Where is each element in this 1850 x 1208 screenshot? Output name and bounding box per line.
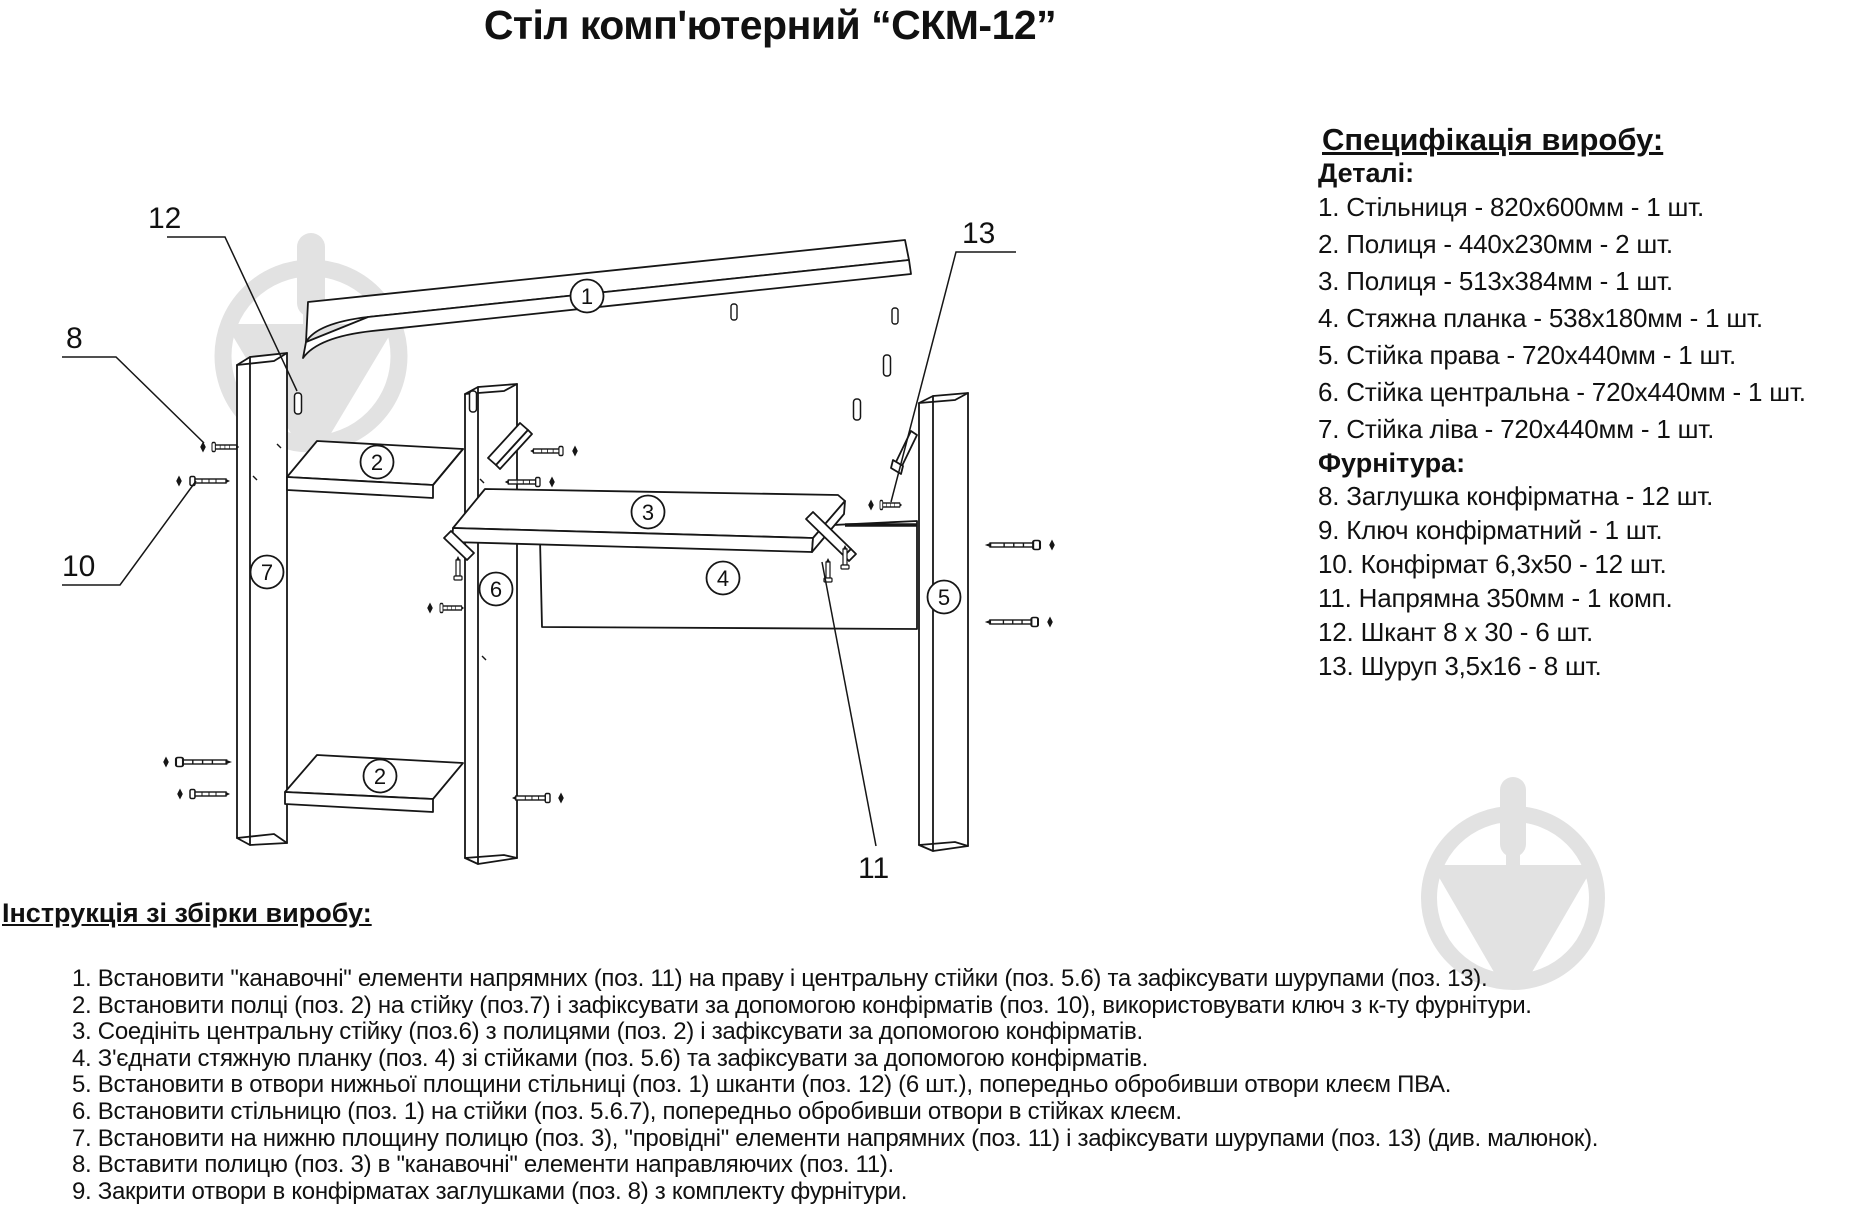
part-number-1: 1 (569, 278, 605, 314)
instructions-list: 1. Встановити "канавочні" елементи напря… (72, 965, 1599, 1205)
detail-item: 3. Полиця - 513х384мм - 1 шт. (1318, 266, 1673, 296)
callout-10: 10 (62, 550, 95, 583)
page-title: Стіл комп'ютерний “СКМ-12” (483, 2, 1057, 48)
spec-heading: Специфікація виробу: (1322, 122, 1664, 157)
dowel-pin (468, 390, 478, 413)
instruction-step: 7. Встановити на нижню площину полицю (п… (72, 1124, 1599, 1152)
part-number-2-lower: 2 (362, 758, 398, 794)
part-number-3: 3 (630, 494, 666, 530)
detail-item: 4. Стяжна планка - 538х180мм - 1 шт. (1318, 303, 1763, 333)
specification-panel: Специфікація виробу: Деталі: 1. Стільниц… (1318, 122, 1850, 683)
hardware-item: 9. Ключ конфірматний - 1 шт. (1318, 515, 1663, 545)
instruction-step: 8. Вставити полицю (поз. 3) в "канавочні… (72, 1151, 894, 1179)
svg-text:2: 2 (371, 450, 383, 475)
dowel-pin (882, 354, 892, 377)
assembly-diagram: 12 13 8 10 11 1 2 2 3 4 5 6 7 (62, 202, 1055, 885)
instruction-step: 6. Встановити стільницю (поз. 1) на стій… (72, 1097, 1182, 1125)
details-heading: Деталі: (1318, 158, 1415, 188)
dowel-slot (730, 303, 738, 321)
hardware-item: 13. Шуруп 3,5х16 - 8 шт. (1318, 651, 1602, 681)
part-rails (443, 422, 918, 562)
hardware-item: 11. Напрямна 350мм - 1 комп. (1318, 583, 1673, 613)
hardware-item: 12. Шкант 8 х 30 - 6 шт. (1318, 617, 1594, 647)
part-number-2-upper: 2 (359, 444, 395, 480)
part-number-4: 4 (705, 560, 741, 596)
dowel-pin (293, 392, 303, 415)
callout-13: 13 (962, 217, 995, 250)
callout-leaders (62, 236, 1016, 847)
instruction-step: 5. Встановити в отвори нижньої площини с… (72, 1071, 1452, 1099)
part-stand-right (918, 392, 969, 852)
part-stand-left (236, 352, 288, 846)
instruction-step: 4. З'єднати стяжную планку (поз. 4) зі с… (72, 1044, 1148, 1072)
watermark-logo (1421, 777, 1605, 990)
detail-item: 7. Стійка ліва - 720х440мм - 1 шт. (1318, 414, 1715, 444)
callout-12: 12 (148, 202, 181, 235)
part-number-5: 5 (926, 579, 962, 615)
instructions-heading: Інструкція зі збірки виробу: (2, 898, 372, 928)
part-number-6: 6 (478, 571, 514, 607)
detail-item: 2. Полиця - 440х230мм - 2 шт. (1318, 229, 1673, 259)
callout-11: 11 (858, 852, 889, 885)
svg-text:7: 7 (261, 560, 273, 585)
hardware-heading: Фурнітура: (1318, 448, 1466, 478)
instruction-step: 3. Соедініть центральну стійку (поз.6) з… (72, 1018, 1143, 1046)
svg-text:4: 4 (717, 566, 729, 591)
hardware-item: 8. Заглушка конфірматна - 12 шт. (1318, 481, 1714, 511)
hardware-list: 8. Заглушка конфірматна - 12 шт. 9. Ключ… (1318, 479, 1850, 683)
svg-text:6: 6 (490, 577, 502, 602)
svg-text:5: 5 (938, 585, 950, 610)
detail-item: 6. Стійка центральна - 720х440мм - 1 шт. (1318, 377, 1806, 407)
svg-text:2: 2 (374, 764, 386, 789)
dowel-pin (852, 398, 862, 421)
svg-text:3: 3 (642, 500, 654, 525)
svg-text:1: 1 (581, 284, 593, 309)
dowel-slot (891, 307, 899, 325)
part-number-7: 7 (249, 554, 285, 590)
callout-8: 8 (66, 322, 83, 355)
hardware-item: 10. Конфірмат 6,3х50 - 12 шт. (1318, 549, 1667, 579)
instruction-step: 9. Закрити отвори в конфірматах заглушка… (72, 1177, 908, 1205)
instruction-step: 2. Встановити полці (поз. 2) на стійку (… (72, 991, 1532, 1019)
part-desktop (302, 239, 912, 359)
detail-item: 5. Стійка права - 720х440мм - 1 шт. (1318, 340, 1737, 370)
details-list: 1. Стільниця - 820х600мм - 1 шт. 2. Поли… (1318, 189, 1850, 448)
detail-item: 1. Стільниця - 820х600мм - 1 шт. (1318, 192, 1705, 222)
instruction-step: 1. Встановити "канавочні" елементи напря… (72, 965, 1488, 992)
